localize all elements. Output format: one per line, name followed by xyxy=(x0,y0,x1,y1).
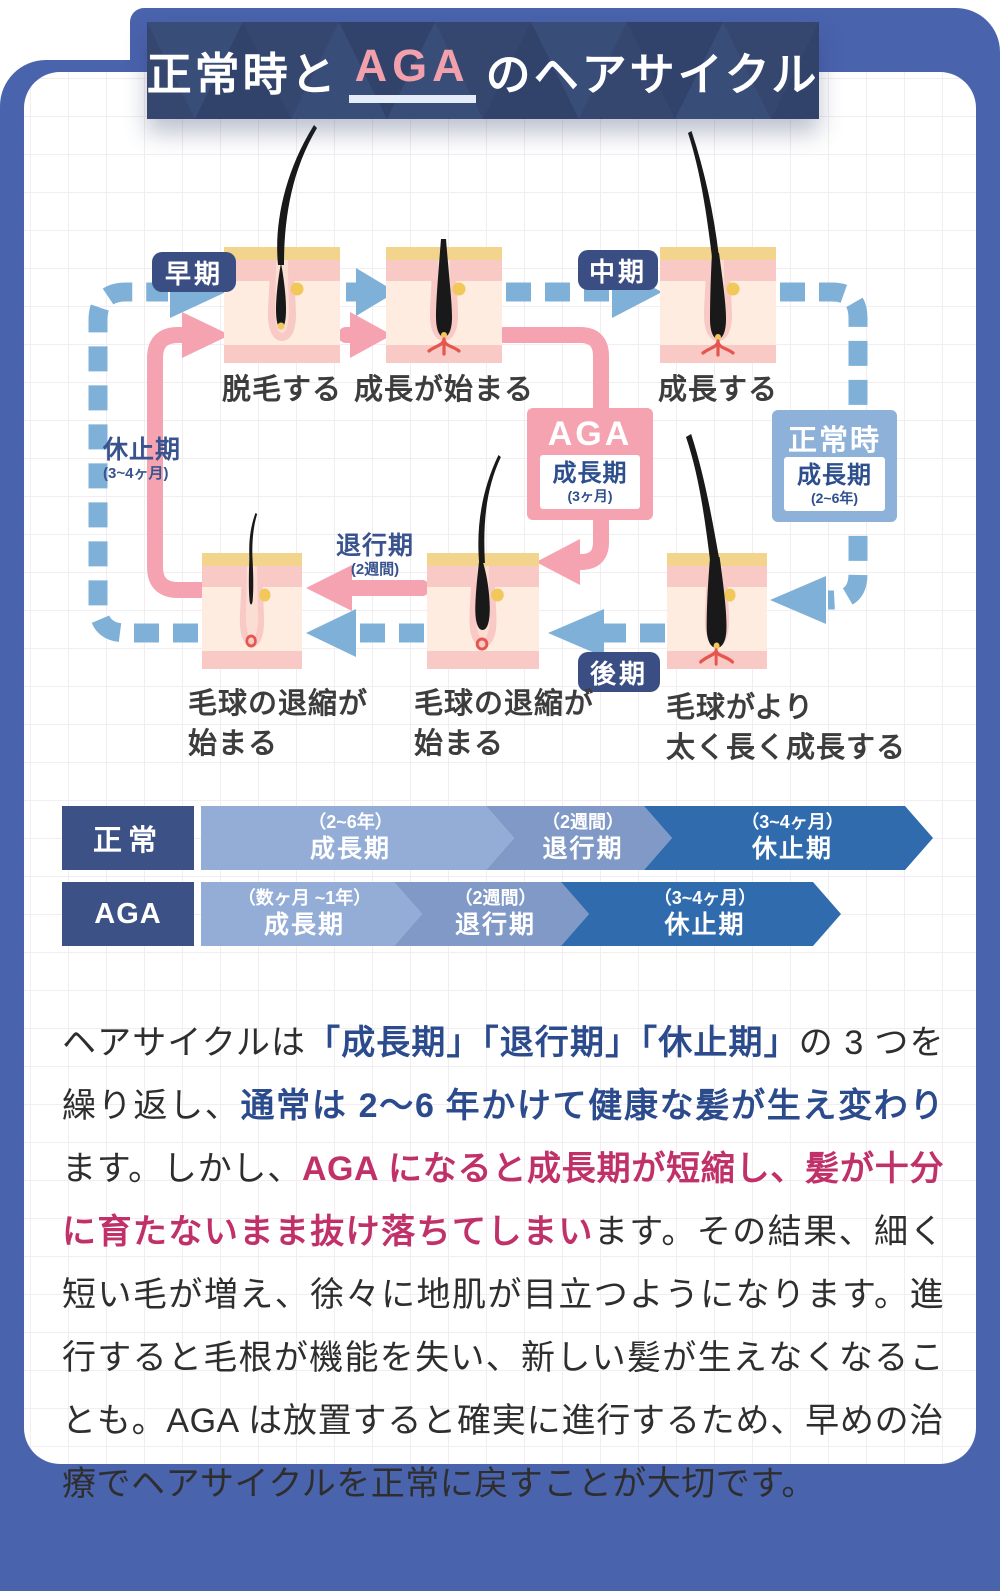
timeline-normal-telogen: （3~4ヶ月） 休止期 xyxy=(644,806,933,870)
follicle-growth-start-illustration xyxy=(386,239,502,363)
follicle-growing-illustration xyxy=(660,131,776,363)
timeline-normal-growth-duration: （2~6年） xyxy=(308,812,393,833)
follicle-regression-illustration xyxy=(427,455,539,669)
stage-label-growth-start: 成長が始まる xyxy=(353,374,534,406)
catagen-phase-note: 退行期 (2週間) xyxy=(300,532,450,578)
page-title-prefix: 正常時と xyxy=(147,49,339,100)
timeline-aga-catagen-duration: （2週間） xyxy=(454,888,537,909)
follicle-shedding-illustration xyxy=(224,125,340,363)
stage-label-thick-growth-line1: 毛球がより xyxy=(666,692,814,724)
stage-label-thick-growth-line2: 太く長く成長する xyxy=(666,732,907,764)
normal-growth-phase-box: 正常時 成長期 (2~6年) xyxy=(772,410,897,522)
timeline-aga-growth-name: 成長期 xyxy=(263,910,345,939)
timeline-aga-catagen: （2週間） 退行期 xyxy=(394,882,589,946)
normal-box-title: 正常時 xyxy=(787,425,881,457)
badge-early-stage: 早期 xyxy=(152,252,236,292)
follicle-regression-small-illustration xyxy=(202,513,302,669)
stage-label-regress-left-line2: 始まる xyxy=(188,728,279,760)
stage-label-regress-left: 毛球の退縮が 始まる xyxy=(188,684,368,764)
stage-label-shed: 脱毛する xyxy=(221,374,342,406)
aga-box-inner: 成長期 (3ヶ月) xyxy=(540,455,640,509)
paragraph-part-6-emphasis-red: AGA になると成長期が短縮し、髪が十分に育たないまま抜け落ちてしまい xyxy=(62,1150,944,1251)
telogen-phase-duration: (3~4ヶ月) xyxy=(103,464,169,482)
timeline-normal-catagen: （2週間） 退行期 xyxy=(486,806,672,870)
timeline-aga-growth-duration: （数ヶ月 ~1年） xyxy=(237,888,372,909)
stage-label-regress-left-line1: 毛球の退縮が xyxy=(188,688,369,720)
explanation-paragraph: ヘアサイクルは「成長期」「退行期」「休止期」の 3 つを繰り返し、通常は 2〜6… xyxy=(62,1012,944,1516)
badge-late-stage: 後期 xyxy=(578,652,660,692)
banner-triangle-pattern xyxy=(147,22,819,119)
timeline-aga-catagen-name: 退行期 xyxy=(454,910,536,939)
timeline-aga-telogen-name: 休止期 xyxy=(664,910,746,939)
timeline-normal-catagen-duration: （2週間） xyxy=(541,812,624,833)
follicle-thick-growth-illustration xyxy=(667,434,767,669)
timeline-row-normal-label: 正常 xyxy=(62,806,194,870)
timeline-row-aga-label: AGA xyxy=(62,882,194,946)
stage-label-growing: 成長する xyxy=(657,374,778,406)
normal-box-inner: 成長期 (2~6年) xyxy=(784,457,885,511)
telogen-phase-name: 休止期 xyxy=(103,436,182,464)
stage-label-regress-mid: 毛球の退縮が 始まる xyxy=(414,684,594,764)
paragraph-part-4-emphasis-blue: 通常は 2〜6 年かけて健康な髪が生え変わり xyxy=(240,1087,945,1125)
paragraph-part-7: ます。その結果、細く短い毛が増え、徐々に地肌が目立つようになります。進行すると毛… xyxy=(62,1213,944,1503)
aga-box-duration: (3ヶ月) xyxy=(567,487,613,504)
timeline-aga-growth: （数ヶ月 ~1年） 成長期 xyxy=(201,882,422,946)
paragraph-part-3: の 3 つを繰り返し、 xyxy=(62,1024,944,1125)
aga-growth-phase-box: AGA 成長期 (3ヶ月) xyxy=(527,408,653,520)
stage-label-regress-mid-line1: 毛球の退縮が xyxy=(414,688,595,720)
paragraph-part-2-emphasis-blue: 「成長期」「退行期」「休止期」 xyxy=(306,1024,799,1062)
telogen-phase-note: 休止期 (3~4ヶ月) xyxy=(103,436,182,482)
paragraph-part-5: ます。しかし、 xyxy=(62,1150,302,1188)
timeline-normal-telogen-name: 休止期 xyxy=(751,834,833,863)
normal-box-duration: (2~6年) xyxy=(810,489,859,506)
timeline-normal-growth-name: 成長期 xyxy=(309,834,391,863)
aga-box-title: AGA xyxy=(547,415,633,453)
badge-middle-stage: 中期 xyxy=(578,250,658,290)
stage-label-thick-growth: 毛球がより 太く長く成長する xyxy=(666,688,906,768)
timeline-aga-telogen-duration: （3~4ヶ月） xyxy=(653,888,757,909)
timeline-normal-growth: （2~6年） 成長期 xyxy=(201,806,514,870)
stage-label-regress-mid-line2: 始まる xyxy=(414,728,505,760)
paragraph-part-1: ヘアサイクルは xyxy=(62,1024,307,1062)
normal-box-phase: 成長期 xyxy=(797,462,872,489)
page-title-suffix: のヘアサイクル xyxy=(485,49,819,100)
timeline-normal-catagen-name: 退行期 xyxy=(542,834,624,863)
catagen-phase-duration: (2週間) xyxy=(350,560,400,578)
aga-box-phase: 成長期 xyxy=(552,460,628,487)
page-title-aga-highlight: AGA xyxy=(348,38,476,103)
catagen-phase-name: 退行期 xyxy=(335,532,414,560)
timeline-normal-telogen-duration: （3~4ヶ月） xyxy=(741,812,844,833)
timeline-aga-telogen: （3~4ヶ月） 休止期 xyxy=(561,882,841,946)
